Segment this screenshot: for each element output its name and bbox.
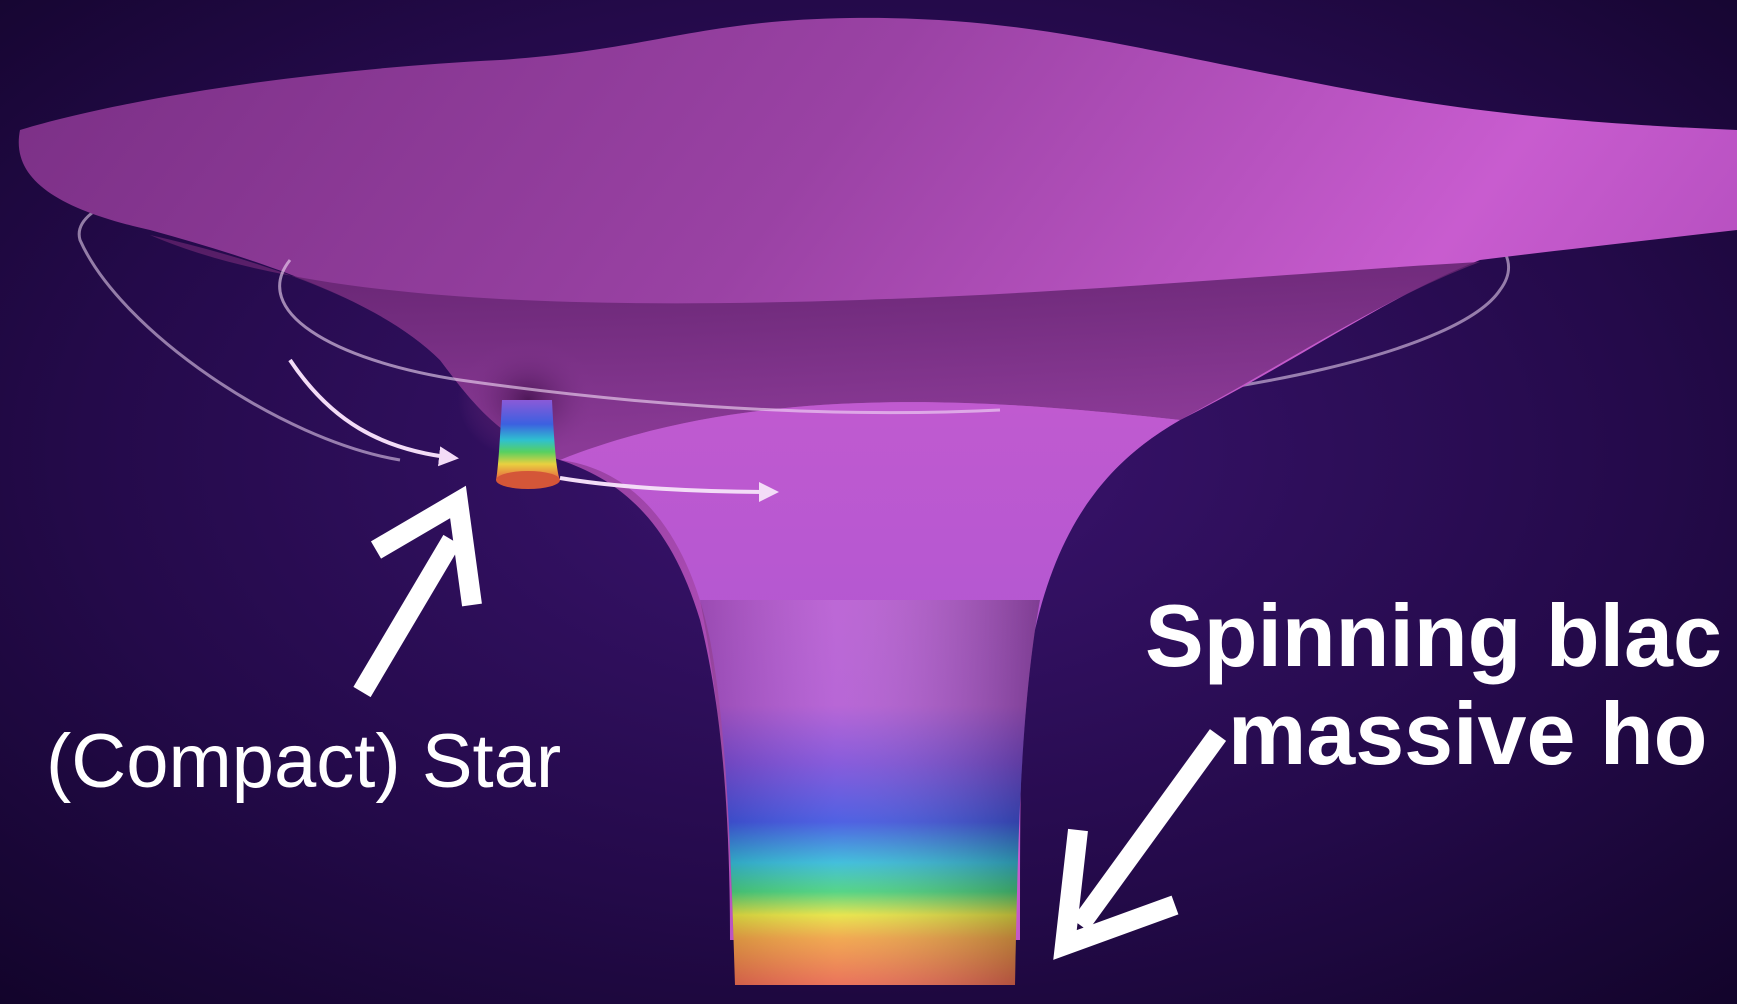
compact-star xyxy=(496,400,560,480)
black-hole-label-line1: Spinning blac xyxy=(1145,585,1722,687)
black-hole-label-line2: massive ho xyxy=(1228,683,1707,785)
star-label: (Compact) Star xyxy=(46,718,561,805)
throat-shading xyxy=(700,600,1040,985)
compact-star-base xyxy=(496,471,560,489)
